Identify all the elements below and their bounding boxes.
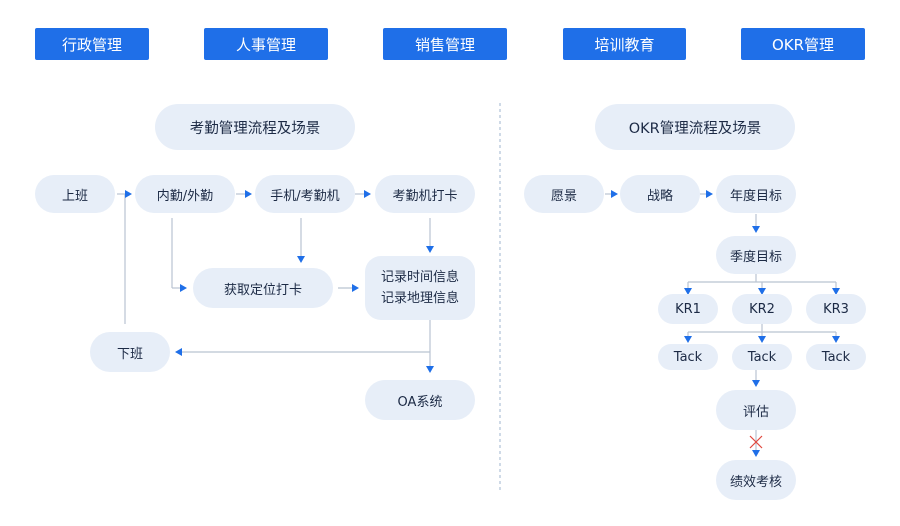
record-time-text: 记录时间信息 <box>380 270 459 285</box>
node-annual-goal: 年度目标 <box>716 175 796 213</box>
node-kr3: KR3 <box>806 294 866 324</box>
node-kr2: KR2 <box>732 294 792 324</box>
node-strategy: 战略 <box>620 175 700 213</box>
node-kr1: KR1 <box>658 294 718 324</box>
attendance-section-title: 考勤管理流程及场景 <box>155 104 355 150</box>
node-evaluate: 评估 <box>716 390 796 430</box>
node-start-work: 上班 <box>35 175 115 213</box>
node-task-2: Tack <box>732 344 792 370</box>
node-end-work: 下班 <box>90 332 170 372</box>
node-task-1: Tack <box>658 344 718 370</box>
tab-hr-management[interactable]: 人事管理 <box>204 28 328 60</box>
node-phone-machine: 手机/考勤机 <box>255 175 355 213</box>
tab-sales-management[interactable]: 销售管理 <box>383 28 507 60</box>
node-oa-system: OA系统 <box>365 380 475 420</box>
node-vision: 愿景 <box>524 175 604 213</box>
node-location-clock: 获取定位打卡 <box>193 268 333 308</box>
node-internal-external: 内勤/外勤 <box>135 175 235 213</box>
node-task-3: Tack <box>806 344 866 370</box>
tab-okr-management[interactable]: OKR管理 <box>741 28 865 60</box>
node-records: 记录时间信息 记录地理信息 <box>365 256 475 320</box>
node-quarter-goal: 季度目标 <box>716 236 796 274</box>
tab-admin-management[interactable]: 行政管理 <box>35 28 149 60</box>
tab-training-education[interactable]: 培训教育 <box>563 28 686 60</box>
cross-icon <box>749 435 763 449</box>
okr-section-title: OKR管理流程及场景 <box>595 104 795 150</box>
record-location-text: 记录地理信息 <box>380 291 459 306</box>
node-machine-clock: 考勤机打卡 <box>375 175 475 213</box>
node-performance: 绩效考核 <box>716 460 796 500</box>
